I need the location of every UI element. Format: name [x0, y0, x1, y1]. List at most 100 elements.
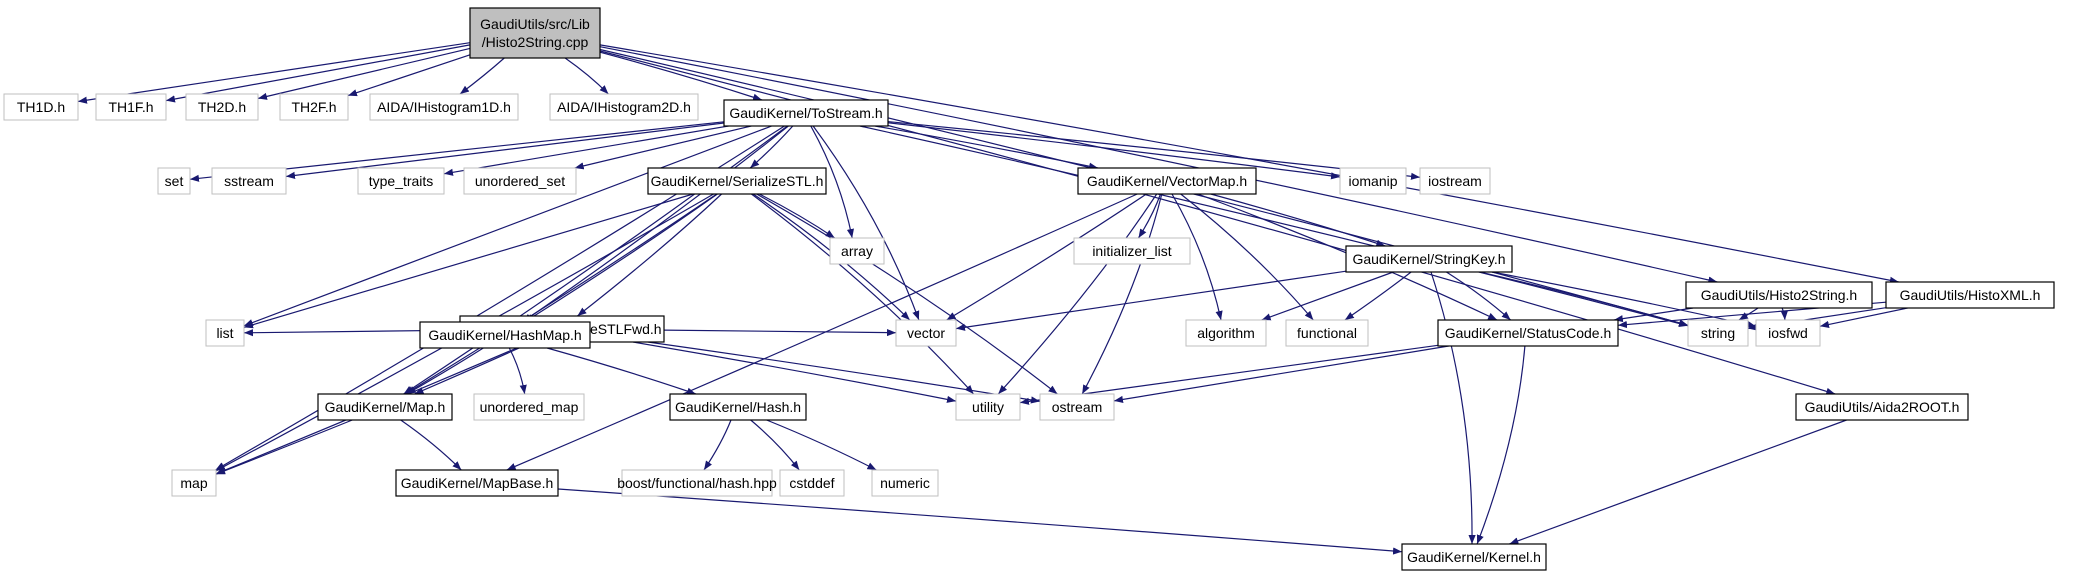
- node-label-kernel-0: GaudiKernel/Kernel.h: [1407, 549, 1541, 565]
- node-vectormap[interactable]: GaudiKernel/VectorMap.h: [1077, 167, 1257, 195]
- edge-stringkey-to-string: [1479, 271, 1689, 327]
- node-th1f: TH1F.h: [95, 93, 167, 121]
- node-label-utility-0: utility: [972, 399, 1004, 415]
- node-label-unordered_set-0: unordered_set: [475, 173, 565, 189]
- node-type_traits: type_traits: [357, 167, 445, 195]
- node-aida2root[interactable]: GaudiUtils/Aida2ROOT.h: [1795, 393, 1969, 421]
- edge-hashmap-to-hash: [546, 347, 697, 395]
- node-label-vector-0: vector: [907, 325, 945, 341]
- node-box-iostream: [1419, 167, 1491, 195]
- node-hashmap[interactable]: GaudiKernel/HashMap.h: [419, 321, 591, 349]
- edge-serializestl-to-map_h: [404, 193, 718, 395]
- node-root[interactable]: GaudiUtils/src/Lib/Histo2String.cpp: [469, 7, 601, 59]
- node-box-statuscode: [1437, 319, 1619, 347]
- node-label-numeric-0: numeric: [880, 475, 930, 491]
- edge-root-to-histoxml: [599, 44, 1899, 284]
- edge-tostream-to-sstream: [285, 122, 725, 179]
- node-box-utility: [955, 393, 1021, 421]
- node-histo2string_h[interactable]: GaudiUtils/Histo2String.h: [1685, 281, 1873, 309]
- node-box-aida2d: [549, 93, 699, 121]
- node-cstddef: cstddef: [779, 469, 845, 497]
- node-label-th2d-0: TH2D.h: [198, 99, 246, 115]
- node-label-hash-0: GaudiKernel/Hash.h: [675, 399, 801, 415]
- edge-vectormap-to-algorithm: [1171, 193, 1223, 321]
- node-serializestl[interactable]: GaudiKernel/SerializeSTL.h: [647, 167, 827, 195]
- node-label-type_traits-0: type_traits: [369, 173, 434, 189]
- edge-tostream-to-unordered_set: [574, 125, 752, 170]
- edge-tostream-to-array: [810, 125, 854, 239]
- edge-root-to-th2d: [257, 47, 471, 100]
- edge-stringkey-to-kernel: [1430, 271, 1476, 545]
- node-ostream: ostream: [1039, 393, 1115, 421]
- node-box-iosfwd: [1755, 319, 1821, 347]
- edge-statuscode-to-ostream: [1113, 345, 1449, 403]
- node-iostream: iostream: [1419, 167, 1491, 195]
- edge-serializestl-to-utility: [751, 193, 975, 395]
- node-label-th1d-0: TH1D.h: [17, 99, 65, 115]
- node-label-th2f-0: TH2F.h: [291, 99, 336, 115]
- edge-root-to-aida2d: [564, 57, 609, 95]
- edge-hashmap-to-unordered_map: [508, 347, 527, 395]
- node-label-ostream-0: ostream: [1052, 399, 1103, 415]
- node-th2f: TH2F.h: [279, 93, 349, 121]
- node-tostream[interactable]: GaudiKernel/ToStream.h: [723, 99, 889, 127]
- edge-tostream-to-serializestl: [749, 125, 794, 169]
- node-map_h[interactable]: GaudiKernel/Map.h: [317, 393, 453, 421]
- node-box-initializer_list: [1073, 237, 1191, 265]
- edge-tostream-to-iomanip: [887, 122, 1341, 180]
- node-label-functional-0: functional: [1297, 325, 1357, 341]
- node-box-algorithm: [1185, 319, 1267, 347]
- node-box-hash: [669, 393, 807, 421]
- node-stringkey[interactable]: GaudiKernel/StringKey.h: [1345, 245, 1513, 273]
- node-box-hashmap: [419, 321, 591, 349]
- node-box-mapbase: [395, 469, 559, 497]
- edge-serializestl-to-array: [759, 193, 836, 239]
- edge-vectormap-to-stringkey: [1210, 193, 1386, 247]
- node-label-histo2string_h-0: GaudiUtils/Histo2String.h: [1701, 287, 1857, 303]
- edge-histo2string_h-to-iosfwd: [1780, 307, 1788, 321]
- node-box-vectormap: [1077, 167, 1257, 195]
- node-array: array: [829, 237, 885, 265]
- node-statuscode[interactable]: GaudiKernel/StatusCode.h: [1437, 319, 1619, 347]
- edge-vectormap-to-functional: [1180, 193, 1314, 321]
- node-functional: functional: [1285, 319, 1369, 347]
- node-label-unordered_map-0: unordered_map: [480, 399, 579, 415]
- node-histoxml[interactable]: GaudiUtils/HistoXML.h: [1885, 281, 2055, 309]
- edge-tostream-to-list: [243, 125, 772, 327]
- node-box-tostream: [723, 99, 889, 127]
- node-list: list: [205, 319, 245, 347]
- node-label-root-1: /Histo2String.cpp: [482, 34, 589, 50]
- node-th2d: TH2D.h: [185, 93, 259, 121]
- node-box-string: [1687, 319, 1749, 347]
- node-hash[interactable]: GaudiKernel/Hash.h: [669, 393, 807, 421]
- edge-aida2root-to-kernel: [1509, 419, 1847, 545]
- edge-tostream-to-type_traits: [443, 125, 729, 176]
- node-mapbase[interactable]: GaudiKernel/MapBase.h: [395, 469, 559, 497]
- edge-hash-to-cstddef: [750, 419, 800, 471]
- node-box-list: [205, 319, 245, 347]
- node-iosfwd: iosfwd: [1755, 319, 1821, 347]
- node-kernel[interactable]: GaudiKernel/Kernel.h: [1401, 543, 1547, 571]
- node-label-map-0: map: [180, 475, 207, 491]
- node-box-set: [157, 167, 191, 195]
- node-numeric: numeric: [871, 469, 939, 497]
- node-aida1d: AIDA/IHistogram1D.h: [369, 93, 519, 121]
- edge-root-to-histo2string_h: [599, 46, 1718, 284]
- edge-mapbase-to-kernel: [557, 488, 1403, 555]
- edge-tostream-to-hashmap: [522, 125, 789, 323]
- edge-stringkey-to-vector: [955, 270, 1347, 331]
- node-box-map: [171, 469, 217, 497]
- node-label-cstddef-0: cstddef: [789, 475, 834, 491]
- node-aida2d: AIDA/IHistogram2D.h: [549, 93, 699, 121]
- edge-stringkey-to-algorithm: [1261, 271, 1394, 321]
- node-label-vectormap-0: GaudiKernel/VectorMap.h: [1087, 173, 1247, 189]
- node-box-cstddef: [779, 469, 845, 497]
- node-box-th2f: [279, 93, 349, 121]
- node-box-unordered_set: [463, 167, 577, 195]
- node-label-set-0: set: [165, 173, 184, 189]
- node-label-initializer_list-0: initializer_list: [1092, 243, 1171, 259]
- edge-vectormap-to-ostream: [1081, 193, 1163, 395]
- edge-map_h-to-mapbase: [400, 419, 462, 471]
- node-boosthash: boost/functional/hash.hpp: [617, 469, 777, 497]
